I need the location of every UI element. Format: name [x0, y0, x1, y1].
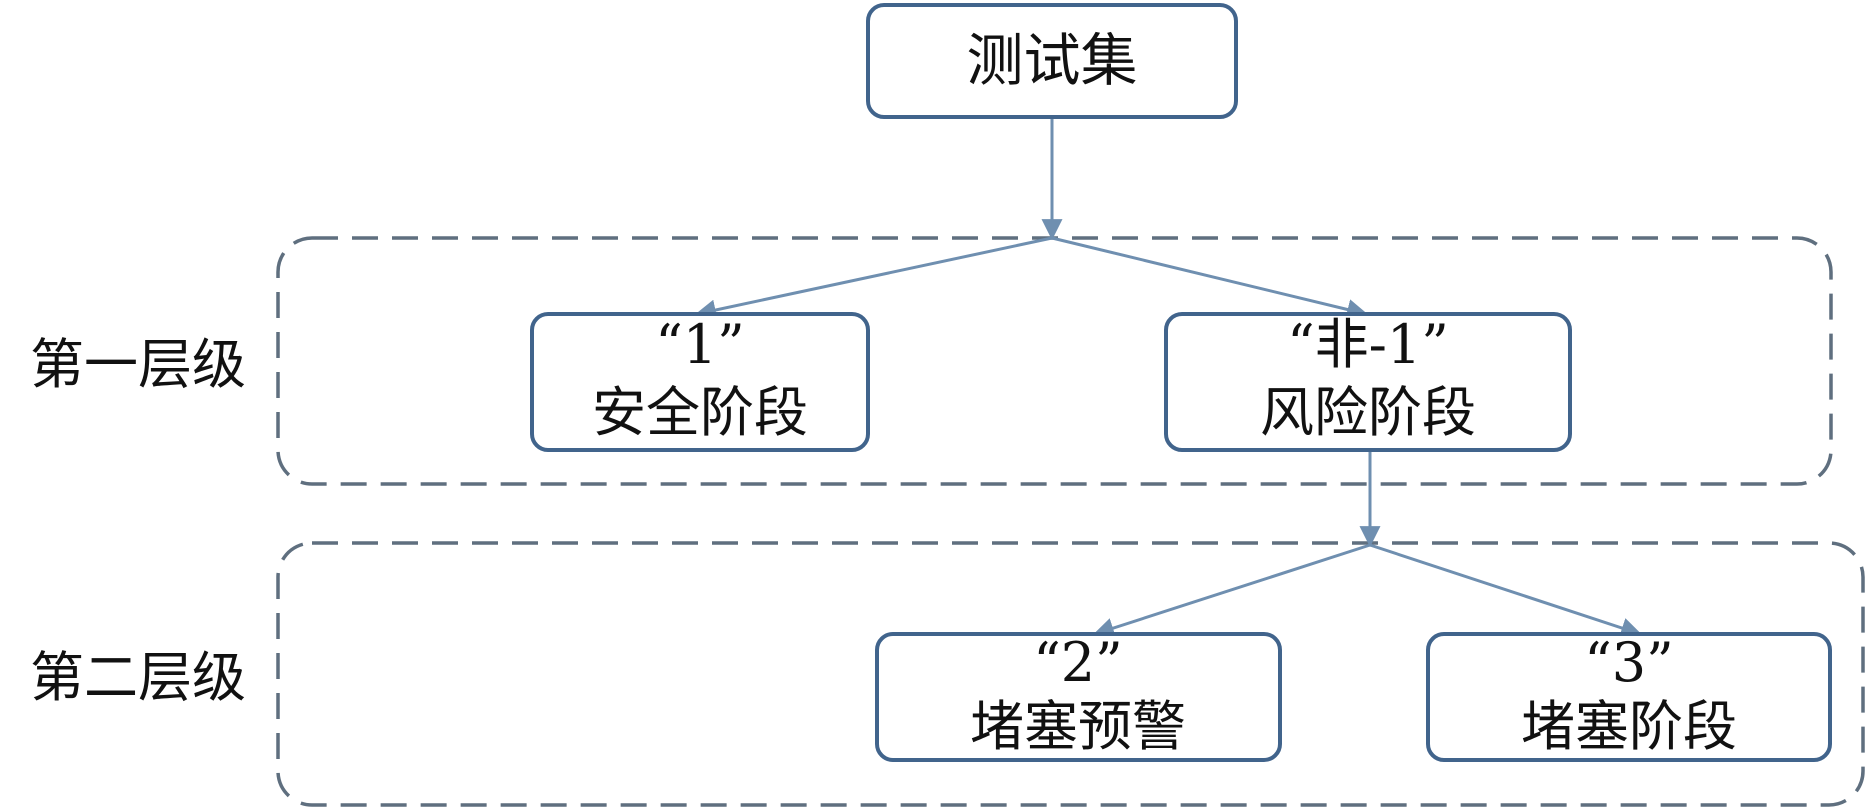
blocked-stage-label: 堵塞阶段 [1521, 695, 1737, 758]
blocked-stage-code: “3” [1584, 631, 1674, 694]
warning-stage-label: 堵塞预警 [970, 695, 1186, 758]
root-to-risk-connector [1051, 236, 1369, 320]
warning-stage-code: “2” [1033, 631, 1123, 694]
warning-stage-node: “2” 堵塞预警 [875, 631, 1282, 762]
safe-stage-code: “1” [655, 313, 745, 376]
root-to-safe-connector [694, 236, 1053, 321]
safe-stage-node: “1” 安全阶段 [530, 312, 870, 452]
first-level-label: 第一层级 [30, 333, 246, 396]
risk-to-blocked-connector [1369, 543, 1642, 639]
second-level-label: 第二层级 [30, 646, 246, 709]
risk-stage-label: 风险阶段 [1260, 381, 1476, 444]
root-node-label: 测试集 [967, 28, 1138, 94]
blocked-stage-node: “3” 堵塞阶段 [1426, 631, 1832, 762]
root-node: 测试集 [866, 3, 1238, 119]
risk-to-warning-connector [1093, 543, 1371, 639]
risk-stage-node: “非-1” 风险阶段 [1164, 312, 1572, 452]
safe-stage-label: 安全阶段 [592, 381, 808, 444]
risk-stage-code: “非-1” [1287, 313, 1449, 376]
second-level-group [276, 541, 1865, 807]
first-level-group [276, 236, 1833, 486]
